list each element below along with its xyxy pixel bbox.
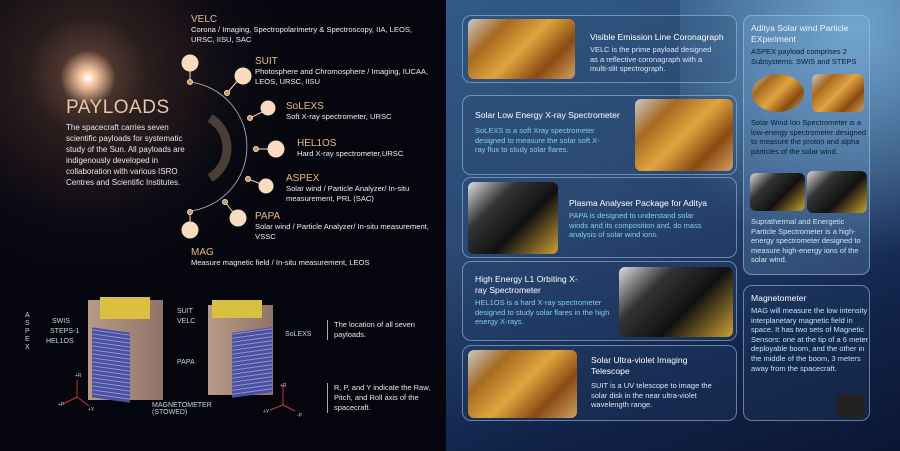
axis-icon-1 — [62, 380, 90, 407]
payloads-panel: PAYLOADS The spacecraft carries seven sc… — [0, 0, 446, 451]
payloads-description: The spacecraft carries seven scientific … — [66, 123, 185, 187]
note-axes: R, P, and Y indicate the Raw, Pitch, and… — [327, 383, 442, 413]
payloads-title: PAYLOADS — [66, 97, 170, 118]
label-papa: PAPA — [177, 359, 195, 366]
solexs-image — [635, 99, 733, 171]
card-aspex: Aditya Solar wind Particle EXperiment AS… — [743, 15, 870, 275]
card-text: HEL1OS is a hard X-ray spectrometer desi… — [475, 298, 610, 327]
steps-image-2 — [807, 171, 867, 213]
card-magnetometer: Magnetometer MAG will measure the low in… — [743, 285, 870, 421]
card-title: Solar Ultra-violet Imaging Telescope — [591, 355, 688, 376]
card-title: Plasma Analyser Package for Aditya — [569, 198, 708, 208]
label-suit: SUIT — [177, 308, 193, 315]
axis-r2: +R — [280, 383, 287, 389]
papa-image — [468, 182, 558, 254]
note-locations: The location of all seven payloads. — [327, 320, 432, 340]
details-panel: Visible Emission Line Coronagraph VELC i… — [446, 0, 900, 451]
sun-flare — [60, 50, 116, 106]
label-velc: VELC — [177, 318, 196, 325]
spacecraft-payload-deck-2 — [212, 300, 262, 318]
suit-image — [468, 350, 577, 418]
axis-r: +R — [75, 373, 82, 379]
card-papa: Plasma Analyser Package for Aditya PAPA … — [462, 177, 737, 258]
card-title: Solar Low Energy X-ray Spectrometer — [475, 110, 620, 120]
steps-image-1 — [750, 173, 805, 211]
card-velc: Visible Emission Line Coronagraph VELC i… — [462, 15, 737, 83]
magnetometer-image — [836, 394, 864, 418]
label-helios: HEL1OS — [46, 338, 74, 345]
card-solexs: Solar Low Energy X-ray Spectrometer SoLE… — [462, 95, 737, 175]
swis-image-2 — [812, 74, 864, 112]
card-text: MAG will measure the low intensity inter… — [751, 306, 869, 373]
card-subtitle: ASPEX payload comprises 2 Subsystems: SW… — [751, 47, 857, 66]
card-suit: Solar Ultra-violet Imaging Telescope SUI… — [462, 345, 737, 421]
swis-image-1 — [752, 74, 804, 112]
axis-p2: -P — [297, 413, 302, 419]
label-swis: SWIS — [52, 318, 70, 325]
axis-y: +Y — [88, 407, 95, 413]
label-steps: STEPS-1 — [50, 328, 80, 335]
swis-text: Solar Wind Ion Spectrometer is a low-ene… — [751, 118, 867, 156]
card-title: Visible Emission Line Coronagraph — [590, 32, 724, 42]
card-title: Aditya Solar wind Particle EXperiment — [751, 23, 849, 44]
payload-arc — [181, 54, 285, 239]
card-title: High Energy L1 Orbiting X-ray Spectromet… — [475, 274, 578, 295]
label-magnetometer: MAGNETOMETER (STOWED) — [152, 402, 212, 416]
card-text: PAPA is designed to understand solar win… — [569, 211, 702, 240]
axis-p: +P — [58, 402, 65, 408]
card-title: Magnetometer — [751, 293, 807, 303]
axis-icon-2 — [269, 386, 296, 412]
axis-y2: +Y — [263, 409, 270, 415]
card-text: SoLEXS is a soft Xray spectrometer desig… — [475, 126, 600, 155]
velc-image — [468, 19, 575, 79]
card-helios: High Energy L1 Orbiting X-ray Spectromet… — [462, 261, 737, 341]
label-solexs: SoLEXS — [285, 331, 312, 338]
helios-image — [619, 267, 733, 337]
spacecraft-payload-deck-1 — [100, 297, 150, 319]
card-text: VELC is the prime payload designed as a … — [590, 45, 712, 74]
card-text: SUIT is a UV telescope to image the sola… — [591, 381, 712, 410]
label-aspex: ASPEX — [25, 312, 30, 351]
steps-text: Suprathermal and Energetic Particle Spec… — [751, 217, 861, 265]
